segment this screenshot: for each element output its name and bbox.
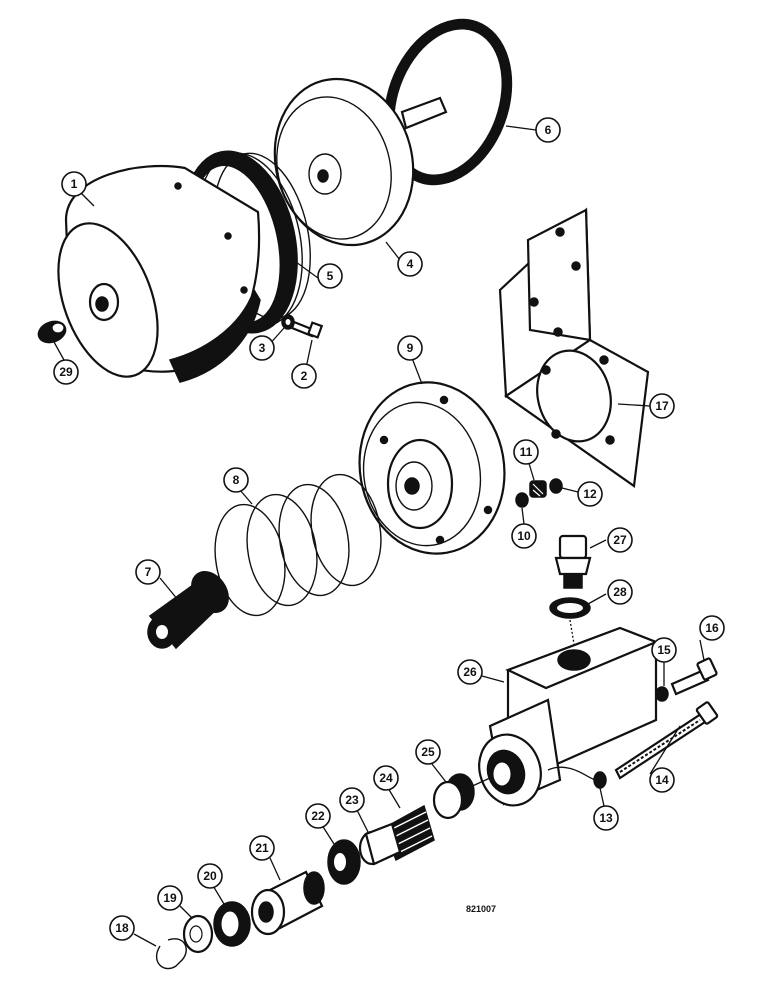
bushing-part-20 [213,901,251,947]
callout-label-4: 4 [407,257,414,271]
callout-label-26: 26 [463,665,477,679]
callout-1: 1 [61,171,87,197]
flange-housing-part-9 [358,381,506,555]
callout-3: 3 [249,335,275,361]
callout-14: 14 [649,767,675,793]
callout-23: 23 [339,787,365,813]
callout-label-27: 27 [613,533,627,547]
washer-part-19 [182,914,214,954]
callout-17: 17 [649,393,675,419]
callout-2: 2 [291,363,317,389]
long-bolt-part-14 [614,701,719,780]
callout-13: 13 [593,805,619,831]
washer-part-3 [281,314,295,330]
callout-26: 26 [457,659,483,685]
cap-part-12 [549,478,563,494]
callout-label-22: 22 [311,809,325,823]
callout-20: 20 [197,863,223,889]
callout-label-8: 8 [233,473,240,487]
piston-part-21 [250,870,325,936]
callout-19: 19 [157,885,183,911]
washer-part-15 [655,686,669,702]
plug-part-29 [37,320,67,344]
callout-5: 5 [317,263,343,289]
mounting-bracket-part-17 [498,207,650,488]
callout-label-12: 12 [583,487,597,501]
bolt-part-16 [670,657,718,696]
callout-16: 16 [699,615,725,641]
callout-18: 18 [109,915,135,941]
callout-9: 9 [397,335,423,361]
callout-label-18: 18 [115,921,129,935]
callout-25: 25 [415,739,441,765]
callout-label-3: 3 [259,341,266,355]
callout-12: 12 [577,481,603,507]
callout-label-19: 19 [163,891,177,905]
callout-label-5: 5 [327,269,334,283]
callout-label-14: 14 [655,773,669,787]
callout-15: 15 [651,637,677,663]
chamber-housing-part-1 [57,164,261,383]
callout-label-7: 7 [145,565,152,579]
callout-label-15: 15 [657,643,671,657]
callout-8: 8 [223,467,249,493]
callout-label-24: 24 [379,771,393,785]
callout-28: 28 [607,579,633,605]
callout-10: 10 [511,523,537,549]
callout-label-13: 13 [599,811,613,825]
spring-part-11 [529,480,547,498]
callout-7: 7 [135,559,161,585]
callout-label-16: 16 [705,621,719,635]
callout-21: 21 [249,835,275,861]
snap-ring-part-18 [155,938,187,970]
callout-label-2: 2 [301,369,308,383]
callout-label-21: 21 [255,841,269,855]
callout-29: 29 [53,359,79,385]
callout-label-23: 23 [345,793,359,807]
callout-label-6: 6 [545,123,552,137]
gasket-part-28 [549,597,591,619]
callout-11: 11 [513,439,539,465]
callout-label-17: 17 [655,399,669,413]
callout-22: 22 [305,803,331,829]
callout-label-9: 9 [407,341,414,355]
return-spring-part-8 [214,473,382,617]
callout-4: 4 [397,251,423,277]
nut-part-10 [515,492,529,508]
drawing-reference-number: 821007 [466,904,496,914]
filler-plug-part-27 [554,534,592,589]
master-cylinder-part-26 [478,626,659,807]
callout-label-1: 1 [71,177,78,191]
ring-seal-part-6 [383,18,513,186]
callout-label-29: 29 [59,365,73,379]
callout-6: 6 [535,117,561,143]
seal-cup-part-25 [432,773,475,820]
piston-plate-part-4 [273,77,448,247]
callout-label-10: 10 [517,529,531,543]
callout-label-28: 28 [613,585,627,599]
rubber-boot-part-7 [147,571,229,650]
cup-seal-part-22 [327,839,361,885]
callout-27: 27 [607,527,633,553]
callout-label-25: 25 [421,745,435,759]
callout-label-20: 20 [203,869,217,883]
leader-lines [53,125,705,947]
bolt-part-2 [290,320,324,339]
piston-part-23 [358,822,402,866]
callout-24: 24 [373,765,399,791]
callout-label-11: 11 [520,445,533,459]
